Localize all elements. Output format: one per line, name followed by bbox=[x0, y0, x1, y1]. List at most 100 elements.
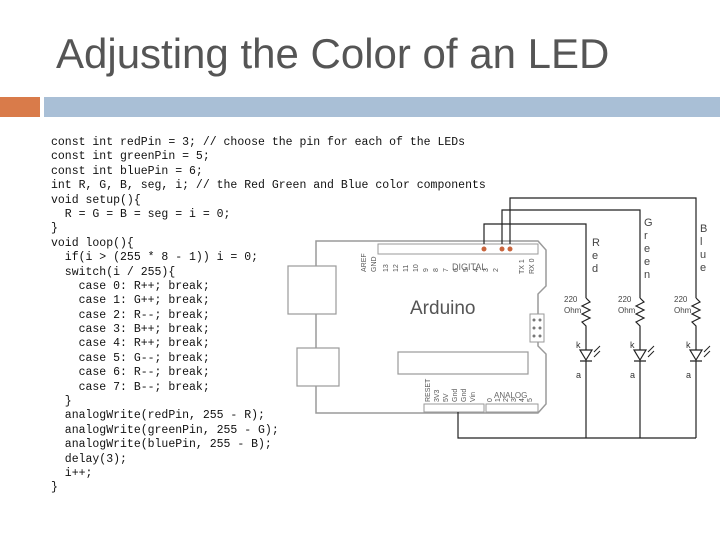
red-wire-label-letter: R bbox=[592, 237, 600, 249]
code-line: case 2: R--; break; bbox=[51, 308, 210, 322]
analog-pin-label: 4 bbox=[519, 398, 526, 402]
resistor-symbol bbox=[690, 297, 702, 342]
code-line: } bbox=[51, 222, 58, 236]
power-header bbox=[423, 403, 485, 413]
led-symbol bbox=[688, 342, 704, 374]
digital-pin-label: 11 bbox=[403, 265, 410, 272]
code-line: analogWrite(bluePin, 255 - B); bbox=[51, 438, 272, 452]
rx-label: RX 0 bbox=[529, 258, 536, 274]
slide-title: Adjusting the Color of an LED bbox=[56, 30, 610, 77]
red-wire-label-letter: d bbox=[592, 263, 598, 275]
resistor-value: 220 bbox=[564, 295, 578, 304]
title-underline-bar bbox=[44, 97, 720, 117]
code-line: } bbox=[51, 395, 72, 409]
code-listing: const int redPin = 3; // choose the pin … bbox=[51, 136, 486, 496]
power-pin-label: Gnd bbox=[461, 389, 468, 402]
green-wire-label-letter: e bbox=[644, 256, 650, 268]
blue-wire bbox=[509, 197, 697, 298]
green-wire-label-letter: n bbox=[644, 269, 650, 281]
icsp-header bbox=[529, 313, 545, 343]
code-line: i++; bbox=[51, 466, 93, 480]
power-pin-label: 5V bbox=[443, 393, 450, 402]
microcontroller-chip bbox=[397, 351, 529, 375]
arduino-board-outline bbox=[315, 240, 547, 414]
code-line: analogWrite(greenPin, 255 - G); bbox=[51, 423, 279, 437]
led-anode-label: a bbox=[686, 370, 691, 380]
digital-pin-label: 10 bbox=[413, 264, 420, 272]
code-line: case 7: B--; break; bbox=[51, 380, 210, 394]
code-line: case 3: B++; break; bbox=[51, 323, 210, 337]
resistor-symbol bbox=[634, 297, 646, 342]
led-cathode-label: k bbox=[576, 340, 581, 350]
green-wire bbox=[501, 209, 641, 298]
accent-bar bbox=[0, 97, 40, 117]
blue-wire-label-letter: e bbox=[700, 262, 706, 274]
code-line: analogWrite(redPin, 255 - R); bbox=[51, 409, 265, 423]
tx-label: TX 1 bbox=[519, 259, 526, 274]
resistor-value: 220 bbox=[618, 295, 632, 304]
aref-label: AREF bbox=[361, 253, 368, 272]
light-arrows bbox=[703, 345, 711, 358]
analog-label: ANALOG bbox=[494, 391, 527, 400]
digital-header bbox=[377, 243, 539, 255]
code-line: case 1: G++; break; bbox=[51, 294, 210, 308]
digital-label: DIGITAL bbox=[452, 262, 486, 272]
resistor-value: 220 bbox=[674, 295, 688, 304]
led-symbol bbox=[578, 342, 594, 374]
code-line: delay(3); bbox=[51, 452, 127, 466]
code-line: case 6: R--; break; bbox=[51, 366, 210, 380]
led-symbol bbox=[632, 342, 648, 374]
digital-pin-label: 12 bbox=[393, 264, 400, 272]
code-line: case 5: G--; break; bbox=[51, 351, 210, 365]
gnd-label: GND bbox=[371, 256, 378, 272]
code-line: R = G = B = seg = i = 0; bbox=[51, 207, 231, 221]
digital-pin-label: 4 bbox=[473, 268, 480, 272]
digital-pin-label: 3 bbox=[483, 268, 490, 272]
red-wire-label-letter: e bbox=[592, 250, 598, 262]
ground-return-wire bbox=[457, 412, 696, 439]
code-line: case 0: R++; break; bbox=[51, 279, 210, 293]
code-line: void loop(){ bbox=[51, 236, 134, 250]
digital-pin-label: 8 bbox=[433, 268, 440, 272]
digital-pin-label: 13 bbox=[383, 264, 390, 272]
blue-wire-label-letter: B bbox=[700, 223, 707, 235]
digital-pin-label: 9 bbox=[423, 268, 430, 272]
code-line: case 4: R++; break; bbox=[51, 337, 210, 351]
power-pin-label: Vin bbox=[470, 392, 477, 402]
green-wire-label-letter: e bbox=[644, 243, 650, 255]
digital-pin-label: 5 bbox=[463, 268, 470, 272]
analog-pin-label: 3 bbox=[511, 398, 518, 402]
code-line: if(i > (255 * 8 - 1)) i = 0; bbox=[51, 251, 259, 265]
power-pin-label: Gnd bbox=[452, 389, 459, 402]
green-wire-label-letter: r bbox=[644, 230, 648, 242]
usb-connector bbox=[287, 265, 337, 315]
light-arrows bbox=[593, 345, 601, 358]
blue-wire-label-letter: u bbox=[700, 249, 706, 261]
resistor-unit: Ohm bbox=[564, 306, 582, 315]
power-pin-label: RESET bbox=[425, 378, 432, 402]
resistor-symbol bbox=[580, 297, 592, 342]
code-line: switch(i / 255){ bbox=[51, 265, 176, 279]
code-line: void setup(){ bbox=[51, 193, 141, 207]
blue-wire-label-letter: l bbox=[700, 236, 702, 248]
pin-6-marker bbox=[507, 246, 513, 252]
analog-pin-label: 2 bbox=[503, 398, 510, 402]
analog-pin-label: 5 bbox=[527, 398, 534, 402]
green-wire-label-letter: G bbox=[644, 217, 653, 229]
led-anode-label: a bbox=[576, 370, 581, 380]
led-cathode-label: k bbox=[686, 340, 691, 350]
arduino-board-name: Arduino bbox=[410, 298, 476, 319]
light-arrows bbox=[647, 345, 655, 358]
resistor-unit: Ohm bbox=[618, 306, 636, 315]
code-line: int R, G, B, seg, i; // the Red Green an… bbox=[51, 179, 486, 193]
pin-3-marker bbox=[481, 246, 487, 252]
digital-pin-label: 6 bbox=[453, 268, 460, 272]
pin-5-marker bbox=[499, 246, 505, 252]
